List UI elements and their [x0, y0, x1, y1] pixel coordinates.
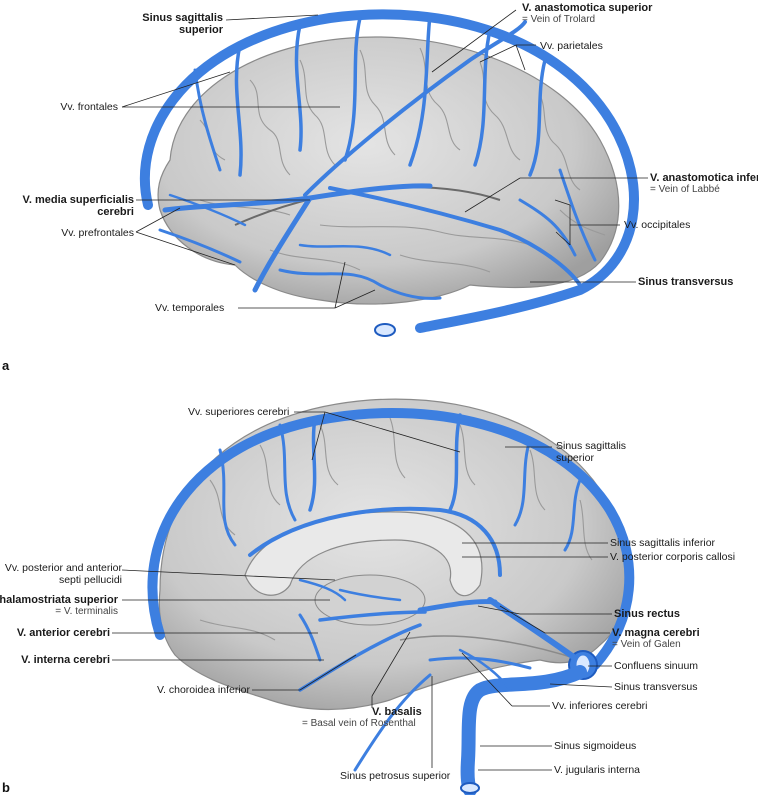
panel-letter-b: b [2, 780, 10, 795]
label-sinus-sagittalis-superior-b: Sinus sagittalis superior [556, 440, 627, 464]
panel-a-veins [139, 9, 639, 337]
panel-a-leader-lines [121, 9, 648, 309]
label-v-basalis: V. basalis = Basal vein of Rosenthal [302, 706, 422, 729]
label-v-choroidea-inferior: V. choroidea inferior [156, 684, 250, 696]
label-confluens-sinuum: Confluens sinuum [614, 660, 699, 672]
label-sinus-petrosus-superior: Sinus petrosus superior [340, 770, 451, 782]
label-v-posterior-corporis-callosi: V. posterior corporis callosi [610, 551, 736, 563]
label-vv-frontales: Vv. frontales [60, 101, 118, 113]
label-vv-prefrontales: Vv. prefrontales [61, 227, 134, 239]
label-sinus-sagittalis-inferior: Sinus sagittalis inferior [610, 537, 716, 549]
label-v-anastomotica-inferior: V. anastomotica inferior = Vein of Labbé [650, 172, 758, 195]
label-v-anastomotica-superior: V. anastomotica superior = Vein of Trola… [522, 2, 653, 25]
panel-b-veins [147, 408, 635, 795]
v-anastomotica-superior-vessel [303, 20, 527, 197]
label-vv-septi-pellucidi: Vv. posterior and anterior septi pelluci… [4, 562, 122, 586]
label-sinus-sigmoideus: Sinus sigmoideus [554, 740, 637, 752]
label-sinus-transversus-b: Sinus transversus [614, 681, 698, 693]
label-vv-superiores-cerebri: Vv. superiores cerebri [188, 406, 290, 418]
brain-medial-gyri [199, 417, 593, 641]
label-vv-parietales: Vv. parietales [540, 40, 603, 52]
label-v-jugularis-interna: V. jugularis interna [554, 764, 640, 776]
v-anastomotica-inferior-vessel [328, 186, 582, 287]
label-sinus-rectus: Sinus rectus [614, 608, 681, 620]
sinus-sagittalis-superior-b [147, 408, 635, 670]
label-vv-temporales: Vv. temporales [155, 302, 225, 314]
panel-b-leader-lines [112, 411, 613, 771]
label-v-anterior-cerebri: V. anterior cerebri [16, 627, 110, 639]
label-sinus-sagittalis-superior-a: Sinus sagittalis superior [142, 12, 223, 36]
label-v-magna-cerebri: V. magna cerebri = Vein of Galen [612, 627, 700, 650]
label-sinus-transversus-a: Sinus transversus [638, 276, 734, 288]
panel-letter-a: a [2, 358, 10, 373]
panel-a-brain-lateral [157, 36, 620, 305]
label-v-media-superficialis-cerebri: V. media superficialis cerebri [22, 194, 134, 218]
label-v-thalamostriata-superior: V. thalamostriata superior = V. terminal… [0, 594, 118, 617]
label-vv-inferiores-cerebri: Vv. inferiores cerebri [552, 700, 648, 712]
tentorium [399, 635, 581, 661]
sinus-sagittalis-superior-a [139, 9, 639, 333]
brain-lateral-hemisphere [157, 36, 620, 305]
label-vv-occipitales: Vv. occipitales [624, 219, 691, 231]
label-v-interna-cerebri: V. interna cerebri [21, 654, 110, 666]
